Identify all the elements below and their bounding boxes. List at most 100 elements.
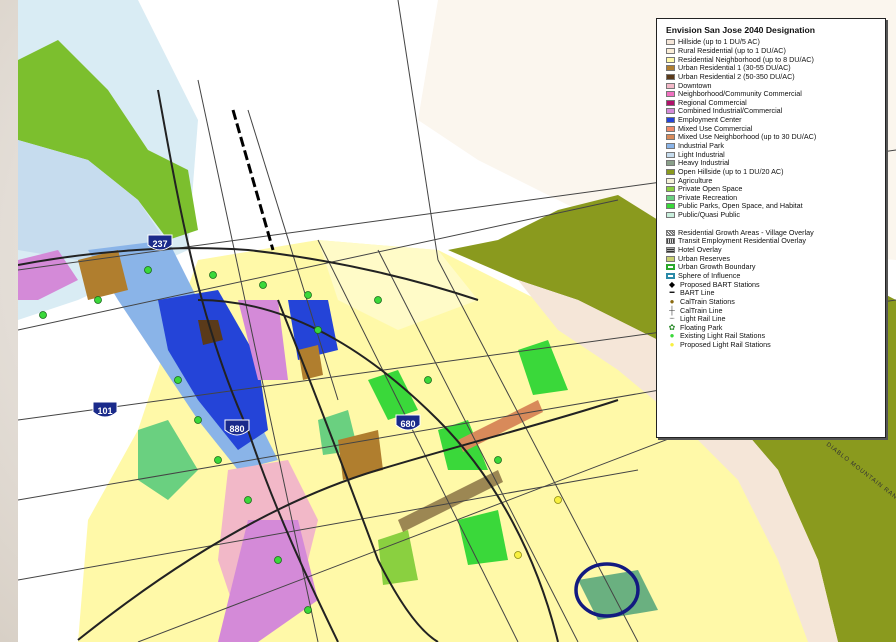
transit-symbol-icon: ◆ <box>668 279 676 289</box>
legend-item: Private Recreation <box>666 192 885 203</box>
transit-symbol-icon: ● <box>669 296 675 306</box>
transit-item: ●Existing Light Rail Stations <box>666 332 885 341</box>
transit-symbol-icon: ┈ <box>669 314 675 324</box>
legend-swatch <box>666 143 675 149</box>
transit-label: Existing Light Rail Stations <box>680 331 766 341</box>
legend-label: Neighborhood/Community Commercial <box>678 89 802 99</box>
legend-swatch <box>666 168 675 175</box>
legend-swatch <box>666 73 675 80</box>
legend-label: Open Hillside (up to 1 DU/20 AC) <box>678 166 784 176</box>
overlay-label: Sphere of Influence <box>678 270 741 280</box>
transit-item: ●Proposed Light Rail Stations <box>666 341 885 350</box>
legend-item: Agriculture <box>666 176 885 185</box>
residential-east <box>318 240 478 330</box>
highway-shield-680: 680 <box>395 414 421 431</box>
highway-shield-237: 237 <box>147 234 173 251</box>
legend-label: Combined Industrial/Commercial <box>678 106 783 116</box>
legend-label: Urban Residential 2 (50-350 DU/AC) <box>678 71 795 81</box>
light-industrial-north <box>18 140 168 270</box>
transit-item: ✿ Floating Park <box>666 322 885 333</box>
transit-symbol-icon: ● <box>669 340 675 350</box>
transit-label: BART Line <box>680 288 715 298</box>
legend-label: Private Recreation <box>678 192 738 202</box>
overlay-swatch <box>666 255 675 262</box>
transit-item: ┈ Light Rail Line <box>666 315 885 324</box>
overlay-label: Transit Employment Residential Overlay <box>678 236 806 246</box>
legend-item: Industrial Park <box>666 142 885 151</box>
legend-swatch <box>666 82 675 89</box>
transit-item: ┼CalTrain Line <box>666 306 885 315</box>
overlay-item: Residential Growth Areas - Village Overl… <box>666 228 885 237</box>
legend-swatch <box>666 99 675 106</box>
legend-item: Heavy Industrial <box>666 159 885 168</box>
overlay-item: Hotel Overlay <box>666 246 885 255</box>
legend-swatch <box>666 160 675 167</box>
transit-label: Proposed BART Stations <box>680 279 760 289</box>
legend-swatch <box>666 177 675 184</box>
legend-label: Employment Center <box>678 115 742 125</box>
employment-center <box>158 290 268 450</box>
overlay-item: Urban Reserves <box>666 254 885 263</box>
transit-label: CalTrain Stations <box>680 296 735 306</box>
urban-res-1 <box>78 250 128 300</box>
shield-101-label: 101 <box>97 406 112 416</box>
hillside-strip <box>518 280 838 642</box>
land-use-legend: Hillside (up to 1 DU/5 AC)Rural Resident… <box>666 38 885 219</box>
transit-item: ◆ Proposed BART Stations <box>666 280 885 289</box>
highlight-circle <box>574 562 640 618</box>
legend-label: Agriculture <box>678 175 713 185</box>
legend-item: Employment Center <box>666 116 885 125</box>
legend-label: Residential Neighborhood (up to 8 DU/AC) <box>678 54 814 64</box>
legend-label: Industrial Park <box>678 141 724 150</box>
legend-item: Light Industrial <box>666 150 885 159</box>
highway-shield-101: 101 <box>92 401 118 418</box>
legend-label: Heavy Industrial <box>678 158 730 168</box>
transit-label: Floating Park <box>680 322 723 332</box>
legend-label: Urban Residential 1 (30-55 DU/AC) <box>678 63 791 73</box>
transit-symbol-icon: ✿ <box>668 322 676 332</box>
park-7 <box>378 530 418 585</box>
legend-item: Neighborhood/Community Commercial <box>666 90 885 99</box>
legend-item: Combined Industrial/Commercial <box>666 107 885 116</box>
transit-item: ● CalTrain Stations <box>666 296 885 307</box>
legend-label: Private Open Space <box>678 184 743 194</box>
urban-res-3 <box>338 430 383 480</box>
legend-item: Mixed Use Neighborhood (up to 30 DU/AC) <box>666 133 885 142</box>
legend-swatch <box>666 186 675 193</box>
overlay-label: Urban Growth Boundary <box>678 262 756 272</box>
legend-label: Downtown <box>678 80 712 90</box>
proposed-stations <box>514 496 562 559</box>
shield-237-label: 237 <box>152 239 167 249</box>
urban-res-4 <box>298 345 323 380</box>
legend-label: Rural Residential (up to 1 DU/AC) <box>678 45 786 55</box>
combined-industrial <box>238 300 288 380</box>
transit-symbol-icon: ━ <box>669 288 675 298</box>
transit-label: CalTrain Line <box>680 305 723 315</box>
legend-label: Regional Commercial <box>678 97 747 107</box>
downtown-mixed <box>218 520 318 642</box>
legend-item: Rural Residential (up to 1 DU/AC) <box>666 45 885 56</box>
legend-swatch <box>666 125 675 132</box>
legend-label: Light Industrial <box>678 149 725 159</box>
legend-item: Urban Residential 1 (30-55 DU/AC) <box>666 64 885 73</box>
legend-title: Envision San Jose 2040 Designation <box>666 25 816 35</box>
park-1 <box>368 370 418 420</box>
legend-swatch <box>666 117 675 124</box>
legend-item: Private Open Space <box>666 185 885 194</box>
legend-swatch <box>666 134 675 141</box>
road-network <box>18 0 896 642</box>
legend-swatch <box>666 108 675 115</box>
transit-label: Light Rail Line <box>680 314 726 324</box>
park-5 <box>138 420 198 500</box>
legend-swatch <box>666 203 675 210</box>
overlay-legend: Residential Growth Areas - Village Overl… <box>666 228 885 280</box>
legend-swatch <box>666 151 675 158</box>
legend-label: Hillside (up to 1 DU/5 AC) <box>678 37 760 47</box>
legend-item: Open Hillside (up to 1 DU/20 AC) <box>666 166 885 177</box>
legend-swatch <box>666 56 675 63</box>
overlay-swatch <box>666 247 675 254</box>
transit-item: ━ BART Line <box>666 289 885 298</box>
overlay-item: Sphere of Influence <box>666 270 885 281</box>
legend-item: Hillside (up to 1 DU/5 AC) <box>666 38 885 47</box>
